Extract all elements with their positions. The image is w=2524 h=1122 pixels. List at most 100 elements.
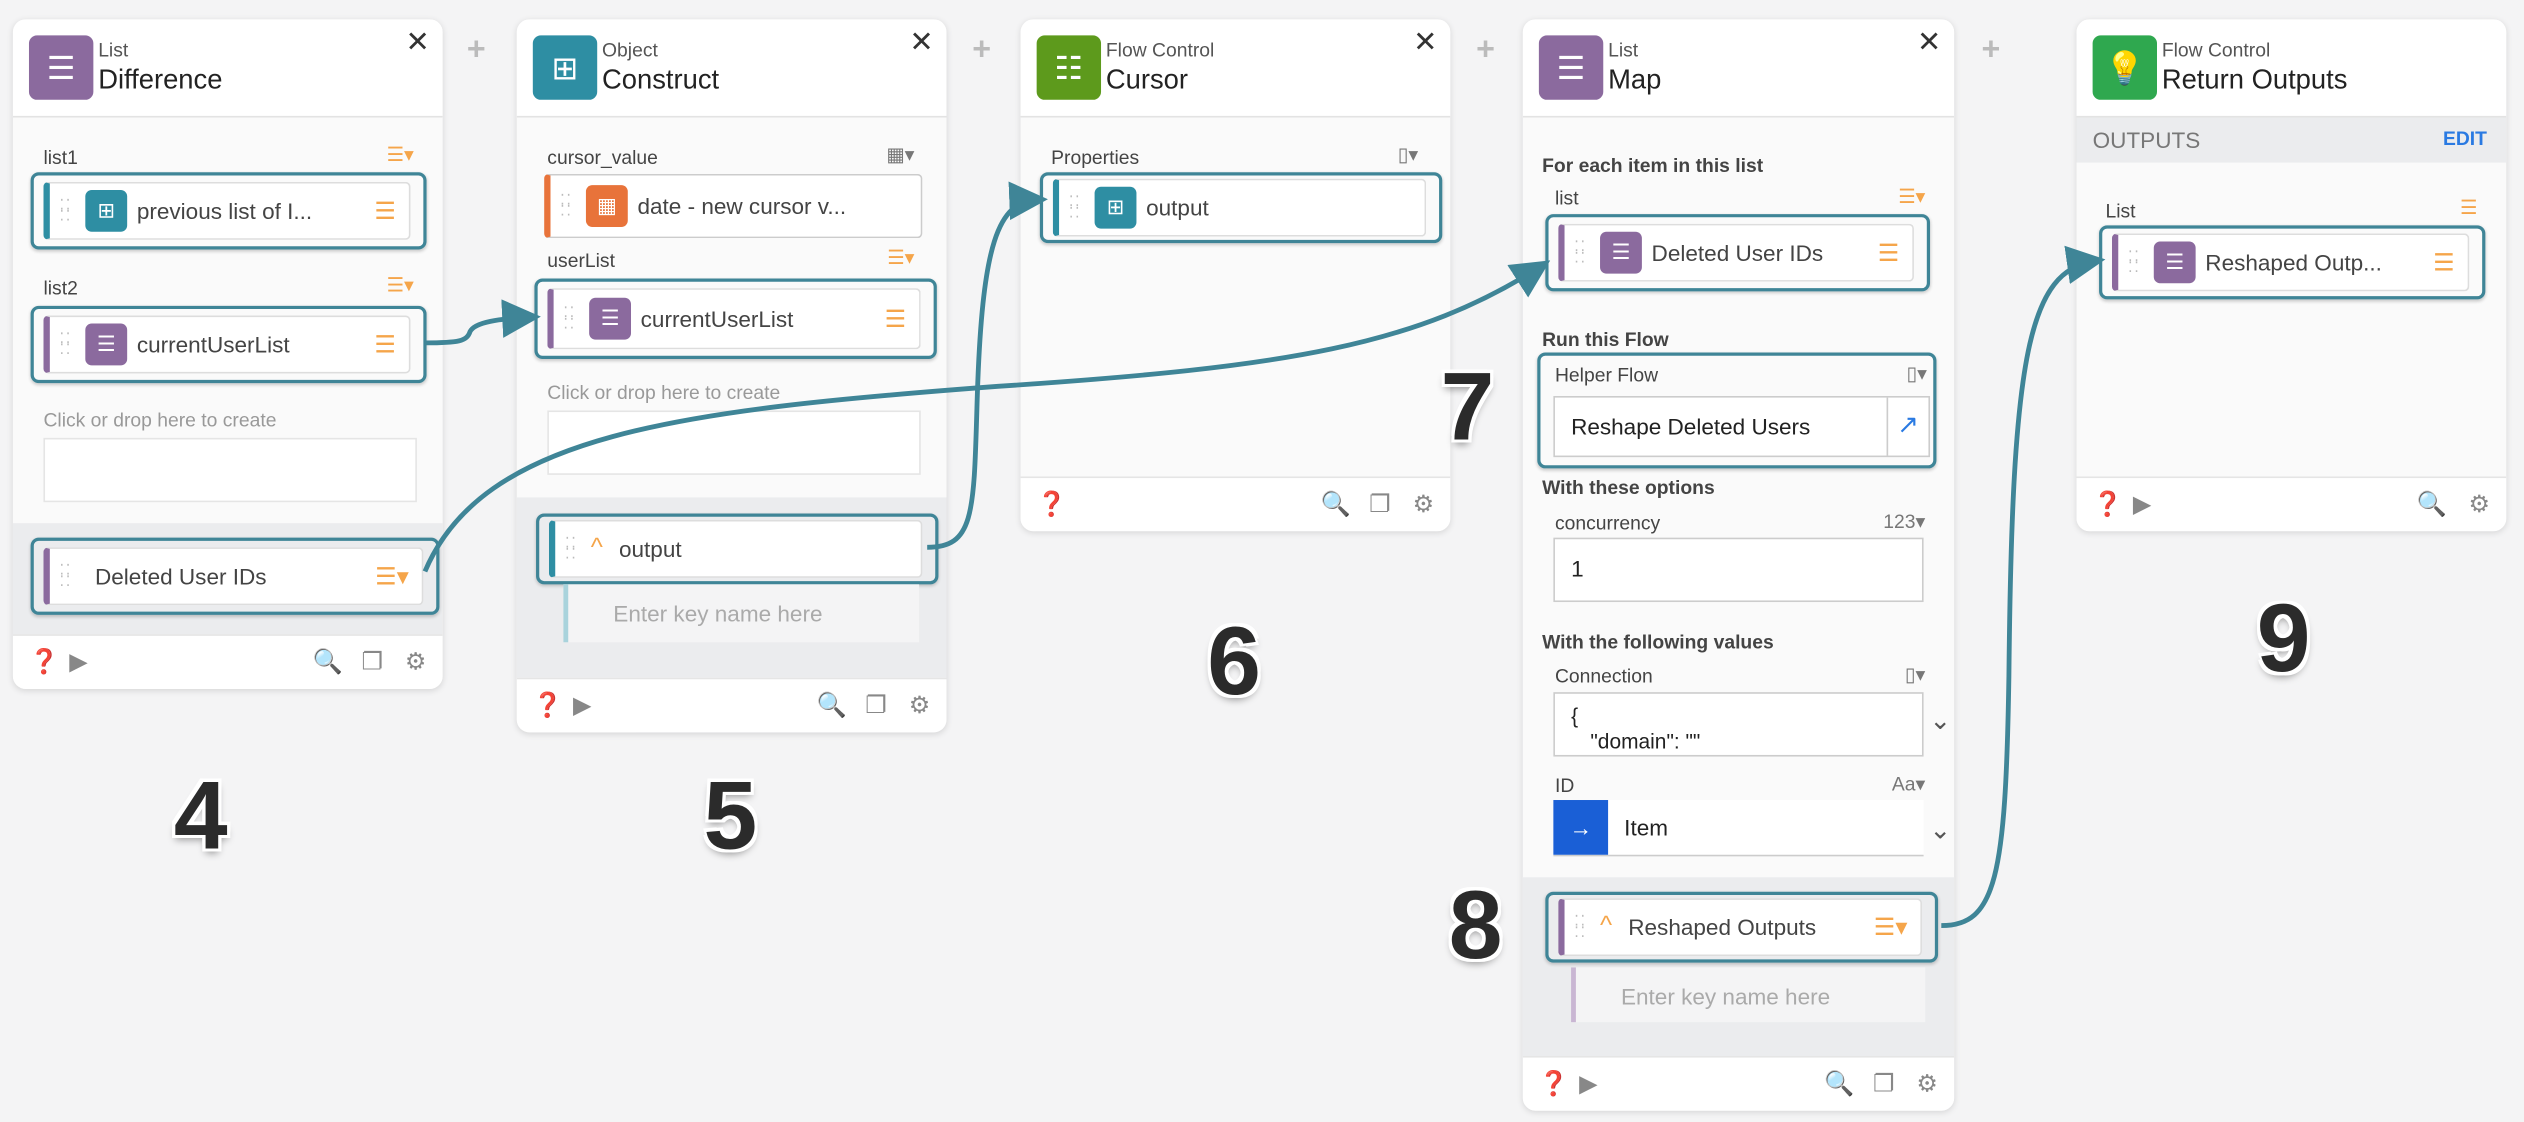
cylinder-type-icon[interactable]: ▯▾ xyxy=(1397,143,1419,166)
output-name: output xyxy=(618,536,682,562)
card-footer: ❓ 🔍 ❐ ⚙ xyxy=(1020,476,1451,532)
chevron-down-icon[interactable]: ⌄ xyxy=(1929,817,1951,846)
play-icon[interactable]: ▶ xyxy=(69,648,88,677)
external-link-icon[interactable]: ↗ xyxy=(1885,397,1919,456)
drag-handle-icon[interactable]: ⁚⁚⁚⁚ xyxy=(59,561,73,590)
play-icon[interactable]: ▶ xyxy=(1579,1070,1598,1098)
field-list[interactable]: ⁚⁚⁚⁚☰Reshaped Outp...☰ xyxy=(2099,225,2486,300)
add-step-plus-icon[interactable]: + xyxy=(1981,32,2001,68)
field-list1[interactable]: ⁚⁚⁚⁚⊞previous list of I...☰ xyxy=(30,172,427,250)
card-footer: ❓ ▶ 🔍 ❐ ⚙ xyxy=(1522,1055,1955,1111)
search-icon[interactable]: 🔍 xyxy=(1824,1070,1855,1098)
chevron-up-icon[interactable]: ^ xyxy=(1600,912,1613,941)
drop-zone[interactable] xyxy=(547,410,921,475)
key-name-input[interactable]: Enter key name here xyxy=(563,584,920,643)
copy-icon[interactable]: ❐ xyxy=(865,692,887,720)
help-icon[interactable]: ❓ xyxy=(1538,1070,1569,1098)
list-type-icon[interactable]: ☰▾ xyxy=(375,563,409,591)
gear-icon[interactable]: ⚙ xyxy=(1916,1070,1939,1098)
copy-icon[interactable]: ❐ xyxy=(1369,490,1391,519)
gear-icon[interactable]: ⚙ xyxy=(1412,490,1435,519)
card-title: Return Outputs xyxy=(2161,64,2348,95)
play-icon[interactable]: ▶ xyxy=(573,692,592,720)
object-icon: ⊞ xyxy=(1094,186,1137,229)
number-type-icon[interactable]: 123▾ xyxy=(1883,510,1926,533)
drag-handle-icon[interactable]: ⁚⁚⁚⁚ xyxy=(560,191,573,219)
copy-icon[interactable]: ❐ xyxy=(1872,1070,1895,1098)
calendar-type-icon[interactable]: ▦▾ xyxy=(886,143,915,166)
drop-zone[interactable] xyxy=(43,437,417,503)
list-type-icon[interactable]: ☰▾ xyxy=(1898,185,1926,208)
output-field[interactable]: ⁚⁚⁚⁚ Deleted User IDs ☰▾ xyxy=(30,537,440,615)
id-input[interactable]: →Item xyxy=(1553,800,1924,857)
search-icon[interactable]: 🔍 xyxy=(816,692,847,720)
close-icon[interactable]: ✕ xyxy=(405,25,430,58)
field-userlist[interactable]: ⁚⁚⁚⁚☰currentUserList☰ xyxy=(534,278,937,359)
search-icon[interactable]: 🔍 xyxy=(312,648,343,677)
output-name: Deleted User IDs xyxy=(94,563,267,590)
add-step-plus-icon[interactable]: + xyxy=(466,32,486,68)
drag-handle-icon[interactable]: ⁚⁚⁚⁚ xyxy=(563,304,576,332)
field-label: concurrency xyxy=(1554,511,1661,535)
list-type-icon[interactable]: ☰▾ xyxy=(1873,914,1908,942)
gear-icon[interactable]: ⚙ xyxy=(404,648,427,677)
gear-icon[interactable]: ⚙ xyxy=(908,692,931,720)
concurrency-input[interactable]: 1 xyxy=(1553,537,1924,603)
list-icon: ☰ xyxy=(1600,231,1642,274)
step-card-return-outputs: 💡 Flow Control Return Outputs OUTPUTS ED… xyxy=(2076,19,2507,532)
drag-handle-icon[interactable]: ⁚⁚⁚⁚ xyxy=(2128,247,2141,276)
copy-icon[interactable]: ❐ xyxy=(361,648,384,677)
play-icon[interactable]: ▶ xyxy=(2132,490,2152,519)
connector-line xyxy=(927,181,1048,550)
drag-handle-icon[interactable]: ⁚⁚⁚⁚ xyxy=(59,196,73,224)
edit-button[interactable]: EDIT xyxy=(2442,127,2487,150)
field-label: list2 xyxy=(43,276,78,300)
drag-handle-icon[interactable]: ⁚⁚⁚⁚ xyxy=(59,329,73,358)
close-icon[interactable]: ✕ xyxy=(909,25,934,58)
chevron-up-icon[interactable]: ^ xyxy=(590,534,603,562)
field-cursor-value[interactable]: ⁚⁚⁚⁚▦date - new cursor v... xyxy=(544,173,923,239)
field-list[interactable]: ⁚⁚⁚⁚☰Deleted User IDs☰ xyxy=(1545,214,1931,292)
output-field[interactable]: ⁚⁚⁚⁚^Reshaped Outputs☰▾ xyxy=(1545,891,1939,963)
field-list2[interactable]: ⁚⁚⁚⁚☰currentUserList☰ xyxy=(30,305,427,384)
search-icon[interactable]: 🔍 xyxy=(2416,490,2447,519)
list-icon: ☰ xyxy=(884,305,907,334)
list-type-icon[interactable]: ☰▾ xyxy=(386,273,414,297)
cylinder-type-icon[interactable]: ▯▾ xyxy=(1904,663,1926,686)
add-step-plus-icon[interactable]: + xyxy=(1476,32,1495,68)
output-field[interactable]: ⁚⁚⁚⁚ ^ output xyxy=(536,513,939,585)
chevron-down-icon[interactable]: ⌄ xyxy=(1929,708,1951,736)
type-label: 123 xyxy=(1883,510,1916,533)
field-properties[interactable]: ⁚⁚⁚⁚⊞output xyxy=(1039,172,1443,244)
help-icon[interactable]: ❓ xyxy=(2092,490,2123,519)
helper-flow-input[interactable]: Reshape Deleted Users ↗ xyxy=(1553,395,1931,458)
add-step-plus-icon[interactable]: + xyxy=(972,32,992,68)
close-icon[interactable]: ✕ xyxy=(1917,25,1942,58)
gear-icon[interactable]: ⚙ xyxy=(2468,490,2491,519)
list-type-icon[interactable]: ☰▾ xyxy=(887,246,915,269)
text-type-icon[interactable]: Aa▾ xyxy=(1891,772,1926,796)
drag-handle-icon[interactable]: ⁚⁚⁚⁚ xyxy=(565,534,578,562)
helper-flow-field[interactable]: Helper Flow ▯▾ Reshape Deleted Users ↗ xyxy=(1537,352,1937,469)
create-hint: Click or drop here to create xyxy=(547,381,781,405)
lightbulb-icon: 💡 xyxy=(2092,35,2157,100)
card-header: ☰ List Map ✕ xyxy=(1522,19,1955,118)
cylinder-type-icon[interactable]: ▯▾ xyxy=(1906,362,1927,385)
list-icon: ☰ xyxy=(2433,249,2455,277)
help-icon[interactable]: ❓ xyxy=(532,692,563,720)
search-icon[interactable]: 🔍 xyxy=(1320,490,1351,519)
list-type-icon[interactable]: ☰▾ xyxy=(386,143,414,166)
drag-handle-icon[interactable]: ⁚⁚⁚⁚ xyxy=(1068,193,1082,221)
help-icon[interactable]: ❓ xyxy=(28,648,60,677)
connection-input[interactable]: {"domain": "" xyxy=(1553,692,1924,757)
card-header: ☰ List Difference ✕ xyxy=(12,19,443,118)
help-icon[interactable]: ❓ xyxy=(1036,490,1067,519)
card-header: ☷ Flow Control Cursor ✕ xyxy=(1020,19,1451,118)
close-icon[interactable]: ✕ xyxy=(1413,25,1438,58)
drag-handle-icon[interactable]: ⁚⁚⁚⁚ xyxy=(1574,912,1587,941)
drag-handle-icon[interactable]: ⁚⁚⁚⁚ xyxy=(1574,238,1587,266)
card-title: Difference xyxy=(98,64,223,95)
key-name-input[interactable]: Enter key name here xyxy=(1571,967,1926,1023)
card-footer: ❓ ▶ 🔍 ⚙ xyxy=(2076,476,2507,532)
